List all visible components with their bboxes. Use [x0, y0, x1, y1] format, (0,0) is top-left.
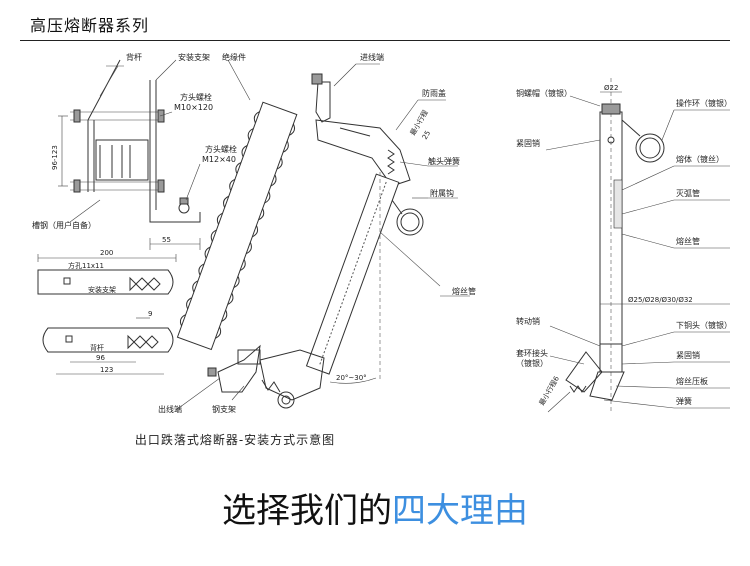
fastening-pin-2-label: 紧固销 — [676, 350, 700, 360]
channel-steel-label: 槽钢（用户自备） — [32, 220, 96, 230]
square-bolt-1-label: 方头螺栓 — [180, 92, 212, 102]
ring-joint-note: （镀银） — [516, 358, 548, 368]
lower-copper-head-label: 下铜头（镀银） — [676, 320, 732, 330]
dim-96-label: 96 — [96, 354, 105, 362]
dim-200-label: 200 — [100, 249, 113, 257]
fastening-pin-label: 紧固销 — [516, 138, 540, 148]
technical-drawing: 96-123 槽钢（用户自备） 55 背杆 安装支架 绝缘件 方头螺栓 M10×… — [32, 52, 732, 414]
right-diagram: Ø22 最小行程6 铜螺帽（镀银） 紧固销 转动销 套环接头 （镀银） 操作环（… — [516, 78, 732, 413]
copper-nut-label: 铜螺帽（镀银） — [516, 88, 572, 98]
insulator-sheds — [179, 111, 295, 339]
insulator-label: 绝缘件 — [222, 52, 246, 62]
square-bolt-2-size: M12×40 — [202, 155, 236, 164]
bracket-detail-2: 9 背杆 96 123 — [42, 310, 174, 375]
diagram-caption: 出口跌落式熔断器-安装方式示意图 — [134, 433, 336, 447]
dim-side-label: 最小行程6 — [537, 374, 561, 407]
spring-label: 弹簧 — [676, 396, 692, 406]
contact-spring-label: 触头弹簧 — [428, 156, 460, 166]
mount-bracket-label: 安装支架 — [178, 52, 210, 62]
rain-cover-label: 防雨盖 — [422, 88, 446, 98]
back-rod-label: 背杆 — [126, 52, 142, 62]
dim-vertical-label: 96-123 — [51, 145, 59, 170]
diameters-label: Ø25/Ø28/Ø30/Ø32 — [628, 296, 693, 304]
back-rod-2-label: 背杆 — [90, 343, 104, 352]
fuse-press-plate-label: 熔丝压板 — [676, 376, 708, 386]
dim-55-label: 55 — [162, 236, 171, 244]
footer-heading: 选择我们的四大理由 — [0, 483, 750, 532]
steel-bracket-label: 钢支架 — [212, 404, 236, 414]
angle-label: 20°~30° — [336, 374, 367, 382]
arc-tube-label: 灭弧管 — [676, 188, 700, 198]
dim-123-label: 123 — [100, 366, 113, 374]
ring-joint-label: 套环接头 — [516, 348, 548, 358]
fuse-tube-right-label: 熔丝管 — [676, 236, 700, 246]
stroke-value: 25 — [421, 129, 432, 141]
square-bolt-1-size: M10×120 — [174, 103, 213, 112]
attach-hook-label: 附属钩 — [430, 188, 454, 198]
square-bolt-2-label: 方头螺栓 — [205, 144, 237, 154]
incoming-terminal-label: 进线端 — [360, 52, 384, 62]
page-title: 高压熔断器系列 — [30, 16, 150, 35]
outgoing-terminal-label: 出线端 — [158, 404, 182, 414]
rotating-pin-label: 转动销 — [516, 316, 540, 326]
operating-ring-label: 操作环（镀银） — [676, 98, 732, 108]
footer-text-b: 四大理由 — [392, 491, 528, 531]
fuse-tube-label: 熔丝管 — [452, 286, 476, 296]
footer-text-a: 选择我们的 — [222, 491, 392, 531]
mount-bracket-2-label: 安装支架 — [88, 285, 116, 294]
header-divider — [20, 40, 730, 41]
left-diagram: 96-123 槽钢（用户自备） 55 背杆 安装支架 绝缘件 方头螺栓 M10×… — [32, 52, 476, 414]
hole-note-label: 方孔11x11 — [68, 261, 104, 270]
bracket-detail-1: 200 方孔11x11 安装支架 — [37, 249, 177, 295]
dim-9-label: 9 — [148, 310, 152, 318]
melt-body-label: 熔体（镀丝） — [676, 154, 724, 164]
dim-phi22-label: Ø22 — [604, 84, 618, 92]
